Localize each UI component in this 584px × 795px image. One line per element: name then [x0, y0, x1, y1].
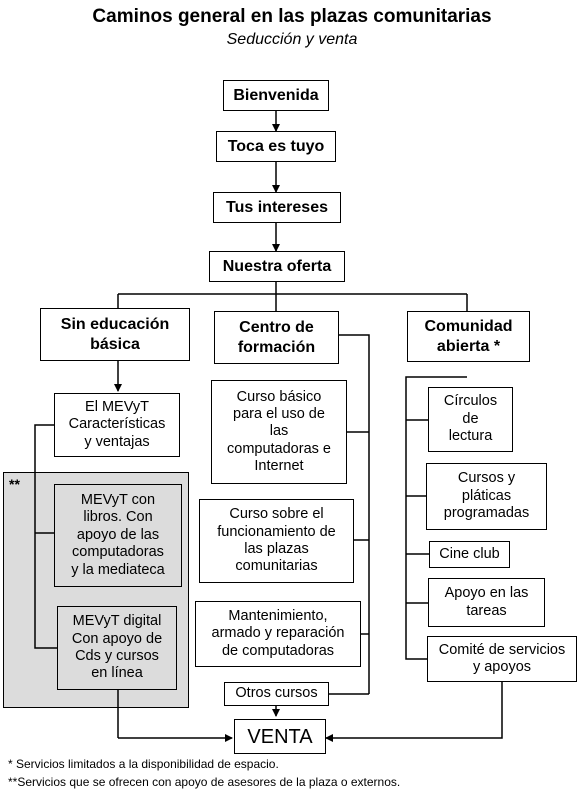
cursos-platicas-box: Cursos y pláticas programadas [426, 463, 547, 530]
comunidad-abierta-box: Comunidad abierta * [407, 311, 530, 362]
venta-box: VENTA [234, 719, 326, 754]
apoyo-tareas-box: Apoyo en las tareas [428, 578, 545, 627]
bienvenida-box: Bienvenida [223, 80, 329, 111]
footnote-asesores: **Servicios que se ofrecen con apoyo de … [8, 775, 401, 789]
circulos-box: Círculos de lectura [428, 387, 513, 452]
center-spine [339, 334, 370, 694]
arrow-right-venta [325, 682, 503, 742]
intereses-box: Tus intereses [213, 192, 341, 223]
curso-plazas-box: Curso sobre el funcionamiento de las pla… [199, 499, 354, 583]
diagram-title: Caminos general en las plazas comunitari… [92, 6, 492, 27]
mevyt-digital-box: MEVyT digital Con apoyo de Cds y cursos … [57, 606, 177, 690]
asesores-mark: ** [9, 476, 20, 492]
curso-basico-box: Curso básico para el uso de las computad… [211, 380, 347, 484]
toca-box: Toca es tuyo [216, 131, 336, 162]
mantenimiento-box: Mantenimiento, armado y reparación de co… [195, 601, 361, 667]
mevyt-libros-box: MEVyT con libros. Con apoyo de las compu… [54, 484, 182, 587]
diagram-subtitle: Seducción y venta [226, 31, 358, 48]
cine-club-box: Cine club [429, 541, 510, 568]
comite-box: Comité de servicios y apoyos [427, 636, 577, 682]
left-bracket [34, 424, 57, 649]
centro-formacion-box: Centro de formación [214, 311, 339, 364]
right-spine [405, 376, 467, 660]
sin-educacion-box: Sin educación básica [40, 308, 190, 361]
oferta-box: Nuestra oferta [209, 251, 345, 282]
mevyt-box: El MEVyT Características y ventajas [54, 393, 180, 457]
otros-cursos-box: Otros cursos [224, 682, 329, 706]
footnote-espacio: * Servicios limitados a la disponibilida… [8, 757, 279, 771]
